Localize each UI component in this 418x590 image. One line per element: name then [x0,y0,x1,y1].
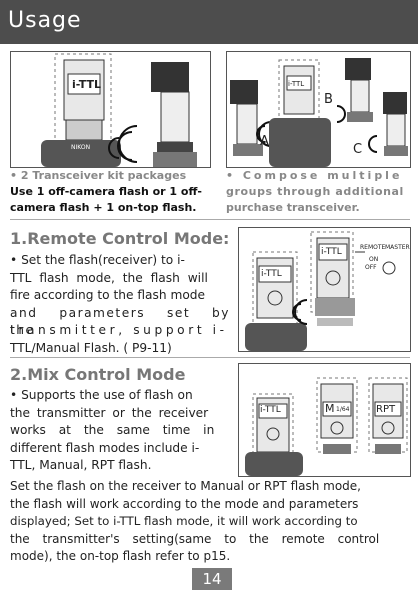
caption-right-line1: • Compose multiple [226,169,403,182]
body-line: Set the flash on the receiver to Manual … [10,479,361,493]
body-line: the transmitter's setting(same to the re… [10,531,380,546]
lcd-text: i-TTL [288,80,305,88]
body-line: • Set the flash(receiver) to i- [10,253,185,267]
body-line: fire according to the flash mode [10,288,206,303]
group-label-c: C [353,142,363,157]
multi-flash-illustration [230,58,408,167]
body-line: TTL flash mode, the flash will [10,270,208,285]
flash-camera-illustration: NIKON [41,53,197,167]
body-line: TTL, Manual, RPT flash. [10,458,152,473]
lcd-transmitter: i-TTL [321,247,342,257]
body-line: mode), the on-top flash refer to p15. [10,549,231,564]
lcd-receiver: i-TTL [261,269,282,279]
off-label: OFF [365,264,377,271]
figure-transceiver-kit: NIKON i-TTL [10,51,211,168]
figure-mix-control: i-TTL M 1/64 RPT [238,363,411,477]
lcd-value: 1/64 [336,406,350,413]
mix-illustration [245,377,408,476]
page-number: 14 [192,568,232,590]
body-line: displayed; Set to i-TTL flash mode, it w… [10,514,358,529]
body-line: the transmitter or the receiver [10,405,209,420]
caption-left-line1: • 2 Transceiver kit packages [10,169,187,182]
lcd-text: i-TTL [72,78,101,91]
figure-multiple-groups: i-TTL A B C [226,51,411,168]
remote-illustration [245,231,396,351]
body-line: TTL/Manual Flash. ( P9-11) [10,341,172,355]
group-label-b: B [324,92,333,107]
body-line: works at the same time in [10,423,215,438]
caption-left-line2: Use 1 off-camera flash or 1 off- [10,185,202,198]
on-label: ON [369,256,379,263]
body-line: different flash modes include i- [10,440,200,455]
svg-text:NIKON: NIKON [71,144,90,151]
section-mix-title: 2.Mix Control Mode [10,365,186,384]
remote-label: REMOTE [360,244,386,251]
lcd-text: RPT [376,404,396,415]
header-bar: Usage [0,0,418,44]
body-line: • Supports the use of flash on [10,388,193,402]
caption-left-line3: camera flash + 1 on-top flash. [10,201,197,214]
figure-remote-control: i-TTL i-TTL REMOTE MASTER ON OFF [238,227,411,352]
section-remote-title: 1.Remote Control Mode: [10,229,230,248]
group-label-a: A [260,134,269,149]
divider [10,219,410,220]
divider [10,357,410,358]
body-line: the flash will work according to the mod… [10,496,359,511]
master-label: MASTER [385,244,410,251]
page-title: Usage [8,8,82,33]
lcd-text: i-TTL [260,405,281,415]
lcd-mode: M [325,402,335,415]
caption-right-line2: groups through additional [226,185,404,198]
body-line: transmitter, support i- [10,323,228,338]
caption-right-line3: purchase transceiver. [226,201,360,214]
body-line: and parameters set by the [10,305,230,338]
